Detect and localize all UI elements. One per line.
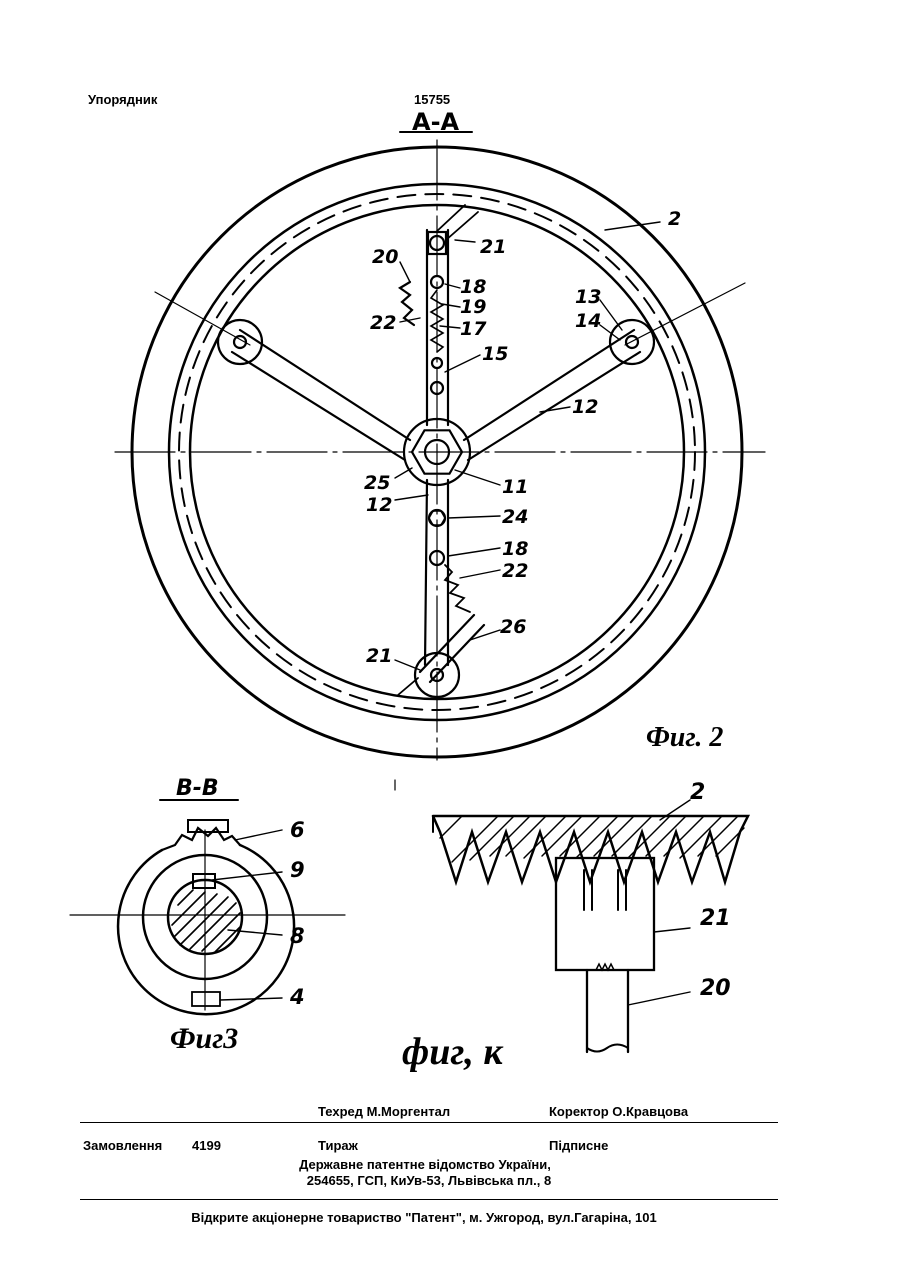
fig3-shaft-hatch <box>172 890 240 952</box>
fig2-callout-12-lower: 12 <box>366 494 392 516</box>
fig2-callout-14: 14 <box>575 310 601 332</box>
office-line-2: 254655, ГСП, КиУв-53, Львівська пл., 8 <box>0 1173 858 1188</box>
proofreader: Коректор О.Кравцова <box>549 1104 688 1119</box>
fig2-callout-22-top: 22 <box>370 312 396 334</box>
fig2-callout-12-right: 12 <box>572 396 598 418</box>
fig2-callout-20: 20 <box>372 246 398 268</box>
office-line-1: Державне патентне відомство України, <box>0 1157 850 1172</box>
fig2-callout-25: 25 <box>364 472 390 494</box>
footer-divider-top <box>80 1122 778 1123</box>
fig2-callout-11: 11 <box>502 476 528 498</box>
fig4-callout-2: 2 <box>690 780 705 805</box>
fig4-caption: фиг, к <box>402 1030 503 1074</box>
fig2-callout-22-lower: 22 <box>502 560 528 582</box>
fig2-caption: Фиг. 2 <box>646 722 723 754</box>
fig2-callout-19: 19 <box>460 296 486 318</box>
fig2-callout-15: 15 <box>482 343 508 365</box>
fig2-callout-26: 26 <box>500 616 526 638</box>
order-number: 4199 <box>192 1138 221 1153</box>
circulation-label: Тираж <box>318 1138 358 1153</box>
tech-editor: Техред М.Моргентал <box>318 1104 450 1119</box>
fig3-callout-4: 4 <box>290 985 305 1009</box>
fig2-callout-24: 24 <box>502 506 528 528</box>
order-label: Замовлення <box>83 1138 162 1153</box>
fig2-section-label: А-А <box>412 108 459 136</box>
fig2-callout-21-top: 21 <box>480 236 506 258</box>
subscription-label: Підписне <box>549 1138 608 1153</box>
fig2-callout-18-lower: 18 <box>502 538 528 560</box>
fig2-callout-21-lower: 21 <box>366 645 392 667</box>
fig4-callout-21: 21 <box>700 906 731 931</box>
fig2-callout-17: 17 <box>460 318 486 340</box>
footer-divider-bottom <box>80 1199 778 1200</box>
fig3-caption: Фиг3 <box>170 1022 238 1056</box>
fig3-callout-8: 8 <box>290 924 305 948</box>
fig3-callout-6: 6 <box>290 818 305 842</box>
fig4-rack-hatch <box>440 816 744 862</box>
fig2-callout-13: 13 <box>575 286 601 308</box>
fig2-callout-18-top: 18 <box>460 276 486 298</box>
fig3-callout-9: 9 <box>290 858 305 882</box>
fig2-callout-2: 2 <box>668 208 681 230</box>
fig4-callout-20: 20 <box>700 976 731 1001</box>
fig3-section-label: В-В <box>176 776 219 801</box>
publisher-line: Відкрите акціонерне товариство "Патент",… <box>0 1210 848 1225</box>
